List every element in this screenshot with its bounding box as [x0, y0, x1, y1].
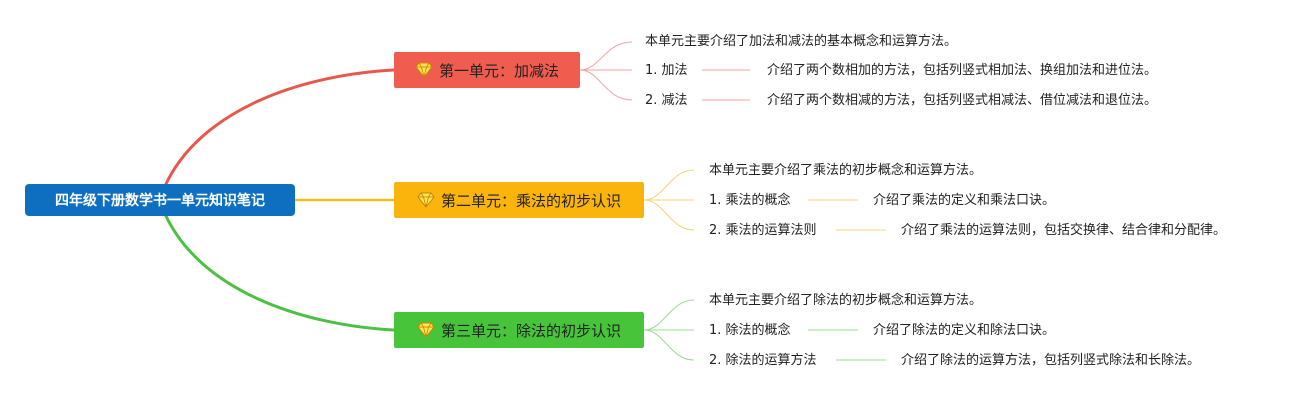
branch-1-topic-2-detail[interactable]: 介绍了两个数相减的方法，包括列竖式相减法、借位减法和退位法。 — [767, 93, 1158, 108]
diamond-icon — [417, 322, 435, 338]
branch-topic-label: 第二单元：乘法的初步认识 — [440, 191, 621, 210]
branch-1-summary[interactable]: 本单元主要介绍了加法和减法的基本概念和运算方法。 — [645, 34, 958, 49]
branch-2-topic-1[interactable]: 1. 乘法的概念 — [709, 193, 791, 208]
link-root-branch-1 — [163, 68, 395, 187]
branch-topic-2[interactable]: 第二单元：乘法的初步认识 — [394, 182, 644, 218]
branch-topic-label: 第一单元：加减法 — [438, 61, 559, 80]
branch-1-topic-1-detail[interactable]: 介绍了两个数相加的方法，包括列竖式相加法、换组加法和进位法。 — [767, 63, 1158, 78]
branch-2-sublinks — [643, 169, 886, 231]
branch-2-topic-2-detail[interactable]: 介绍了乘法的运算法则，包括交换律、结合律和分配律。 — [901, 223, 1227, 238]
branch-2-topic-1-detail[interactable]: 介绍了乘法的定义和乘法口诀。 — [873, 193, 1056, 208]
link-root-branch-3 — [163, 213, 395, 332]
diamond-icon — [417, 192, 435, 208]
branch-topic-3[interactable]: 第三单元：除法的初步认识 — [394, 312, 644, 348]
branch-3-topic-2-detail[interactable]: 介绍了除法的运算方法，包括列竖式除法和长除法。 — [901, 353, 1201, 368]
root-topic-label: 四年级下册数学书一单元知识笔记 — [55, 193, 265, 209]
branch-3-topic-1-detail[interactable]: 介绍了除法的定义和除法口诀。 — [873, 323, 1056, 338]
branch-1-topic-2[interactable]: 2. 减法 — [645, 93, 688, 108]
branch-2-topic-2[interactable]: 2. 乘法的运算法则 — [709, 223, 817, 238]
branch-3-topic-2[interactable]: 2. 除法的运算方法 — [709, 353, 817, 368]
branch-3-summary[interactable]: 本单元主要介绍了除法的初步概念和运算方法。 — [709, 293, 983, 308]
root-topic[interactable]: 四年级下册数学书一单元知识笔记 — [25, 184, 295, 216]
branch-3-sublinks — [643, 299, 886, 361]
branch-1-topic-1[interactable]: 1. 加法 — [645, 63, 688, 78]
branch-2-summary[interactable]: 本单元主要介绍了乘法的初步概念和运算方法。 — [709, 163, 983, 178]
branch-topic-1[interactable]: 第一单元：加减法 — [394, 52, 580, 88]
branch-1-sublinks — [579, 41, 750, 101]
diamond-icon — [415, 62, 433, 78]
branch-topic-label: 第三单元：除法的初步认识 — [440, 321, 621, 340]
branch-3-topic-1[interactable]: 1. 除法的概念 — [709, 323, 791, 338]
